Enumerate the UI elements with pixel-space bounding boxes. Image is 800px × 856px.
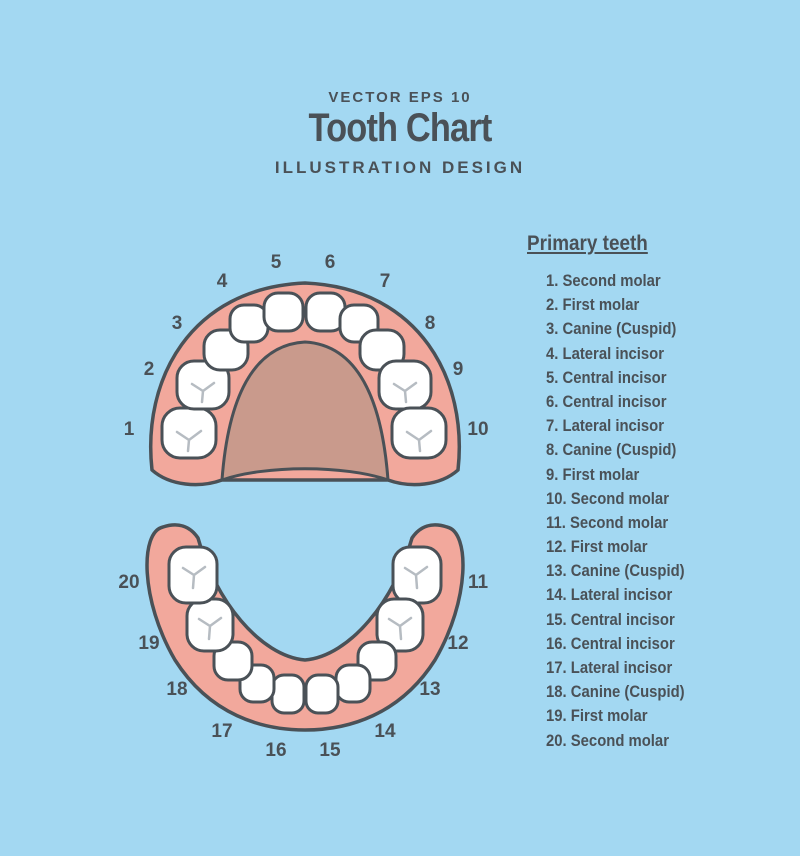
tooth-number-19: 19 (138, 633, 159, 654)
tooth-number-12: 12 (447, 633, 468, 654)
legend-item: 15. Central incisor (546, 610, 675, 629)
page-title: Tooth Chart (308, 106, 493, 150)
lower-jaw (145, 523, 465, 732)
tooth-number-7: 7 (380, 271, 391, 292)
tooth-4 (228, 303, 270, 344)
upper-palate (220, 340, 390, 482)
legend-item: 12. First molar (546, 538, 648, 557)
tooth-number-5: 5 (271, 252, 282, 273)
tooth-10 (390, 406, 448, 460)
legend-item: 18. Canine (Cuspid) (546, 683, 685, 702)
lower-teeth (167, 545, 443, 715)
tooth-number-11: 11 (468, 572, 489, 593)
legend-list: 1. Second molar 2. First molar 3. Canine… (546, 269, 700, 753)
tooth-number-18: 18 (166, 679, 187, 700)
legend-title: Primary teeth (527, 232, 648, 255)
upper-teeth (160, 291, 448, 460)
tooth-16 (270, 673, 306, 715)
header-subtitle: ILLUSTRATION DESIGN (274, 158, 526, 177)
legend-item: 6. Central incisor (546, 392, 667, 411)
legend-item: 10. Second molar (546, 489, 669, 508)
tooth-number-10: 10 (467, 419, 488, 440)
tooth-18 (212, 640, 254, 682)
tooth-number-1: 1 (124, 419, 135, 440)
legend-item: 7. Lateral incisor (546, 417, 665, 436)
tooth-number-13: 13 (419, 679, 440, 700)
legend-item: 2. First molar (546, 296, 640, 315)
tooth-number-9: 9 (453, 359, 464, 380)
legend-item: 16. Central incisor (546, 634, 675, 653)
legend-item: 14. Lateral incisor (546, 586, 673, 605)
legend-item: 5. Central incisor (546, 368, 667, 387)
header-top-line: VECTOR EPS 10 (328, 89, 472, 106)
upper-molar-grooves (175, 381, 433, 453)
tooth-2 (175, 359, 231, 411)
upper-jaw (149, 281, 461, 487)
tooth-15 (304, 673, 340, 715)
tooth-number-16: 16 (265, 740, 286, 761)
tooth-14 (334, 663, 372, 704)
lower-molar-grooves (181, 565, 429, 641)
legend-item: 11. Second molar (546, 513, 669, 532)
legend-item: 20. Second molar (546, 731, 669, 750)
legend-item: 19. First molar (546, 707, 648, 726)
tooth-number-8: 8 (425, 313, 436, 334)
legend-item: 17. Lateral incisor (546, 659, 673, 677)
tooth-number-4: 4 (217, 271, 228, 292)
legend-item: 4. Lateral incisor (546, 344, 665, 363)
tooth-number-3: 3 (172, 313, 183, 334)
tooth-number-2: 2 (144, 359, 155, 380)
legend-item: 9. First molar (546, 465, 640, 484)
tooth-number-20: 20 (118, 572, 139, 593)
tooth-number-labels: 1 2 3 4 5 6 7 8 9 10 11 12 13 14 15 16 1… (118, 252, 488, 761)
legend-item: 3. Canine (Cuspid) (546, 320, 677, 339)
legend-item: 1. Second molar (546, 272, 661, 290)
legend-item: 13. Canine (Cuspid) (546, 562, 685, 581)
tooth-5 (262, 291, 305, 333)
tooth-number-6: 6 (325, 252, 336, 273)
legend-item: 8. Canine (Cuspid) (546, 441, 677, 460)
tooth-number-15: 15 (319, 740, 341, 761)
tooth-number-14: 14 (374, 721, 396, 742)
tooth-number-17: 17 (211, 721, 232, 742)
